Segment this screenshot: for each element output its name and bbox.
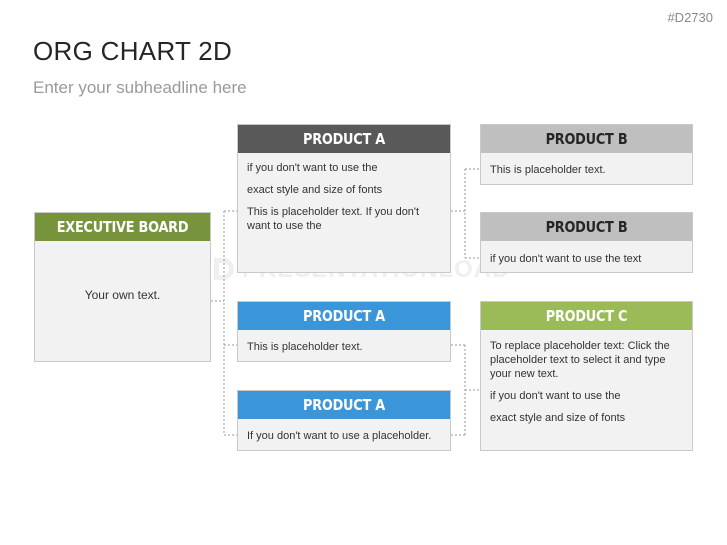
product-c-box[interactable]: PRODUCT C To replace placeholder text: C… (480, 301, 693, 451)
product-a-top-box[interactable]: PRODUCT A if you don't want to use the e… (237, 124, 451, 273)
product-a-mid-box[interactable]: PRODUCT A This is placeholder text. (237, 301, 451, 362)
product-a-top-line-3: This is placeholder text. If you don't w… (247, 206, 420, 232)
product-c-line-3: exact style and size of fonts (490, 412, 626, 424)
product-c-body[interactable]: To replace placeholder text: Click the p… (481, 330, 692, 425)
product-c-line-1: To replace placeholder text: Click the p… (490, 340, 670, 380)
executive-board-text[interactable]: Your own text. (84, 288, 161, 302)
product-b-mid-text[interactable]: if you don't want to use the text (490, 253, 642, 265)
product-a-top-title: PRODUCT A (303, 130, 385, 148)
product-a-top-line-2: exact style and size of fonts (247, 184, 383, 196)
product-c-line-2: if you don't want to use the (490, 390, 621, 402)
product-b-mid-box[interactable]: PRODUCT B if you don't want to use the t… (480, 212, 693, 273)
product-b-top-title: PRODUCT B (545, 130, 628, 148)
slide-subtitle[interactable]: Enter your subheadline here (33, 78, 247, 97)
product-a-bottom-text[interactable]: If you don't want to use a placeholder. (247, 430, 432, 442)
slide-title[interactable]: ORG CHART 2D (33, 36, 233, 66)
product-a-top-line-1: if you don't want to use the (247, 162, 378, 174)
slide-code: #D2730 (667, 10, 713, 25)
product-a-mid-text[interactable]: This is placeholder text. (247, 341, 363, 353)
product-c-title: PRODUCT C (545, 307, 628, 325)
executive-board-title: EXECUTIVE BOARD (56, 218, 189, 236)
product-a-bottom-box[interactable]: PRODUCT A If you don't want to use a pla… (237, 390, 451, 451)
product-a-top-body[interactable]: if you don't want to use the exact style… (238, 153, 450, 233)
product-b-mid-title: PRODUCT B (545, 218, 628, 236)
executive-board-box[interactable]: EXECUTIVE BOARD Your own text. (34, 212, 211, 362)
product-a-bottom-title: PRODUCT A (303, 396, 385, 414)
product-b-top-text[interactable]: This is placeholder text. (490, 164, 606, 176)
product-b-top-box[interactable]: PRODUCT B This is placeholder text. (480, 124, 693, 185)
product-a-mid-title: PRODUCT A (303, 307, 385, 325)
